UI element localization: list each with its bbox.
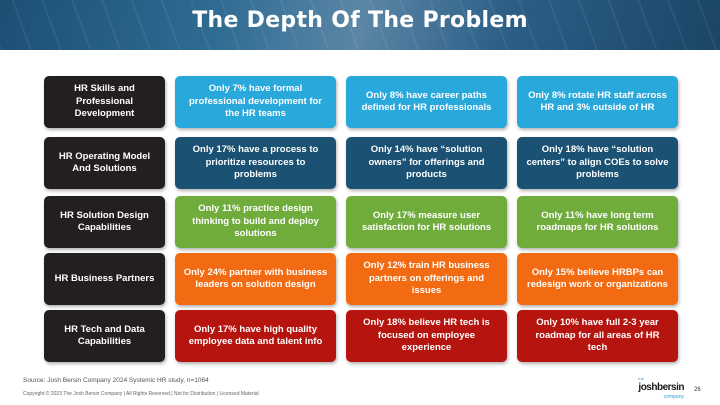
stat-cell: Only 12% train HR business partners on o…: [346, 253, 507, 305]
company-logo: the joshbersin company: [638, 376, 684, 400]
stat-cell: Only 17% measure user satisfaction for H…: [346, 196, 507, 248]
copyright-note: Copyright © 2023 The Josh Bersin Company…: [23, 391, 259, 397]
stat-cell: Only 18% have “solution centers” to alig…: [517, 137, 678, 189]
stat-cell: Only 11% practice design thinking to bui…: [175, 196, 336, 248]
stat-cell: Only 17% have high quality employee data…: [175, 310, 336, 362]
stat-cell: Only 10% have full 2-3 year roadmap for …: [517, 310, 678, 362]
row-label: HR Operating Model And Solutions: [44, 137, 165, 189]
stat-cell: Only 14% have “solution owners” for offe…: [346, 137, 507, 189]
logo-the: the: [638, 376, 644, 381]
stat-cell: Only 8% have career paths defined for HR…: [346, 76, 507, 128]
header-banner: The Depth Of The Problem: [0, 0, 720, 50]
row-label: HR Skills and Professional Development: [44, 76, 165, 128]
stat-cell: Only 7% have formal professional develop…: [175, 76, 336, 128]
row-label: HR Business Partners: [44, 253, 165, 305]
stat-cell: Only 15% believe HRBPs can redesign work…: [517, 253, 678, 305]
header-background-image: [0, 0, 720, 50]
stat-cell: Only 18% believe HR tech is focused on e…: [346, 310, 507, 362]
logo-main: joshbersin: [638, 381, 684, 393]
stat-cell: Only 17% have a process to prioritize re…: [175, 137, 336, 189]
stat-cell: Only 8% rotate HR staff across HR and 3%…: [517, 76, 678, 128]
row-label: HR Solution Design Capabilities: [44, 196, 165, 248]
stat-cell: Only 24% partner with business leaders o…: [175, 253, 336, 305]
logo-company: company: [663, 393, 684, 400]
page-title: The Depth Of The Problem: [192, 8, 528, 33]
stat-cell: Only 11% have long term roadmaps for HR …: [517, 196, 678, 248]
row-label: HR Tech and Data Capabilities: [44, 310, 165, 362]
source-note: Source: Josh Bersin Company 2024 Systemi…: [23, 377, 209, 384]
page-number: 26: [694, 387, 701, 393]
